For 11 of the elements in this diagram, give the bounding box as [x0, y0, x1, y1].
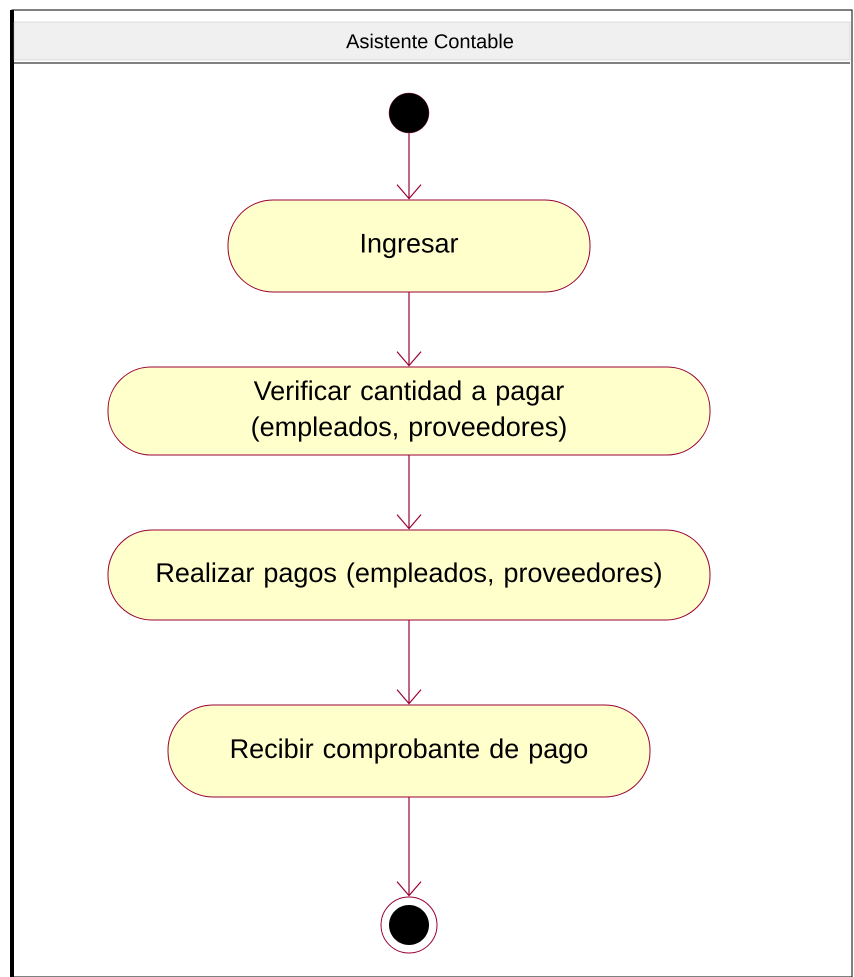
- start-node: [388, 92, 430, 134]
- arrow: [396, 133, 422, 200]
- activity-box: Verificar cantidad a pagar (empleados, proveedores): [108, 366, 710, 456]
- end-node: [380, 896, 438, 954]
- arrow: [396, 620, 422, 704]
- activity-box: Recibir comprobante de pago: [168, 704, 650, 798]
- activity-box: Realizar pagos (empleados, proveedores): [108, 530, 710, 620]
- arrow: [396, 798, 422, 897]
- activity-box: Ingresar: [228, 200, 590, 292]
- arrow: [396, 292, 422, 366]
- arrow: [396, 456, 422, 530]
